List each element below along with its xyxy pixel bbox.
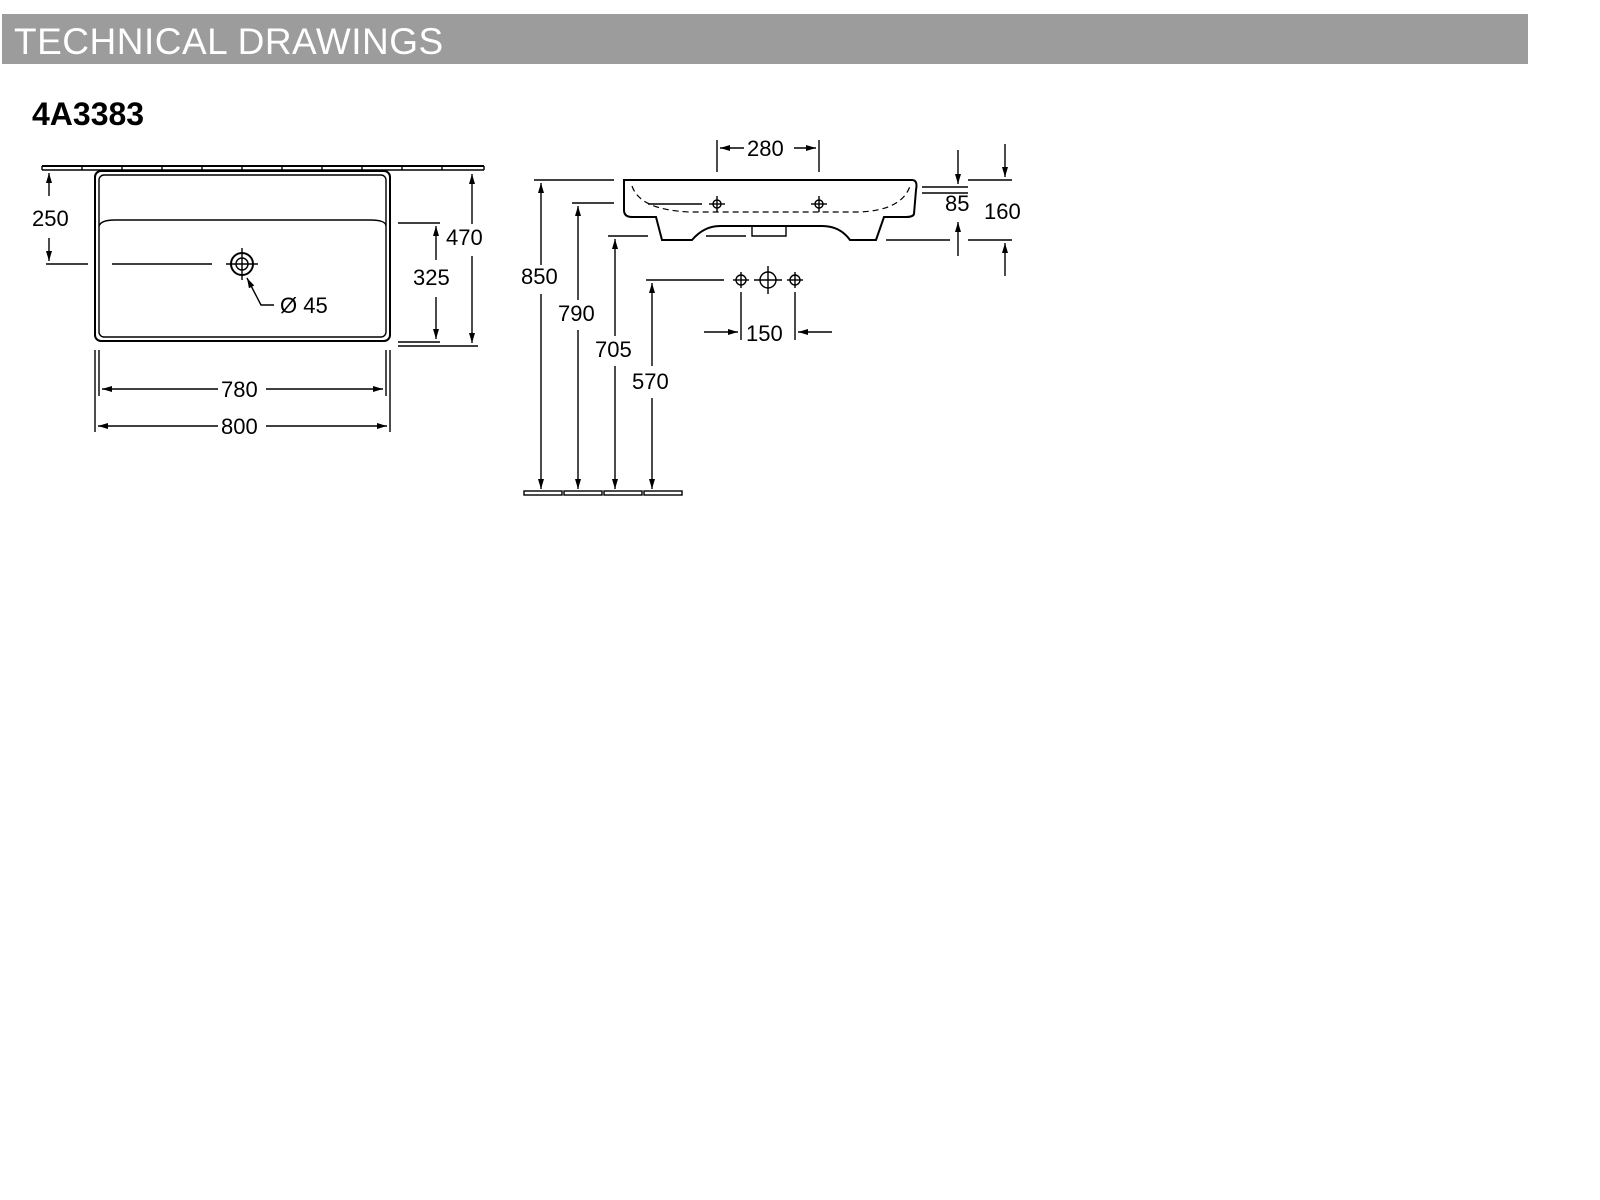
- dim-drain-offset: 250: [32, 206, 69, 231]
- dim-basin-depth: 85: [945, 191, 969, 216]
- tap-hole-left: [709, 196, 725, 212]
- floor-line: [523, 490, 683, 496]
- dim-tap-spacing-top: 280: [747, 136, 784, 161]
- dim-supply-spacing: 150: [746, 321, 783, 346]
- dim-supply-height: 570: [632, 369, 669, 394]
- page-title: TECHNICAL DRAWINGS: [14, 21, 444, 62]
- drain-diameter-label: Ø 45: [280, 293, 328, 318]
- supply-connection-left: [733, 272, 749, 288]
- dim-outer-depth: 470: [446, 225, 483, 250]
- dim-inner-depth: 325: [413, 265, 450, 290]
- wall-line: [41, 165, 485, 171]
- basin-outer-outline: [94, 170, 391, 342]
- supply-connection-right: [787, 272, 803, 288]
- dim-overflow-height: 705: [595, 337, 632, 362]
- drain-symbol: [226, 248, 258, 280]
- dim-total-height: 160: [984, 199, 1021, 224]
- supply-connection-center: [754, 266, 782, 294]
- tap-hole-right: [811, 196, 827, 212]
- dim-outer-width: 800: [221, 414, 258, 439]
- overflow-slot: [751, 226, 787, 237]
- header-bar: TECHNICAL DRAWINGS: [2, 14, 1528, 64]
- basin-inner-outline: [98, 174, 387, 338]
- top-view: Ø 45 250 325 470 780 800: [32, 165, 485, 439]
- dim-rim-height: 850: [521, 264, 558, 289]
- basin-bowl-edge: [98, 219, 387, 227]
- model-number: 4A3383: [32, 96, 145, 132]
- dim-inner-width: 780: [221, 377, 258, 402]
- side-view: 280 850 790 705 570: [521, 136, 1021, 496]
- basin-side-profile: [623, 179, 918, 241]
- dim-underside-height: 790: [558, 301, 595, 326]
